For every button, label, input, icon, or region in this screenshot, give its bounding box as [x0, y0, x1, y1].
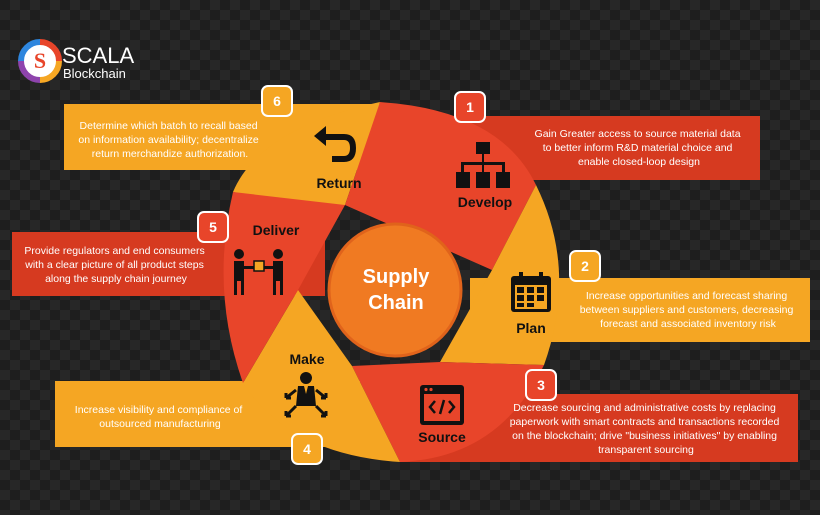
hub-line-1: Supply — [363, 266, 431, 288]
badge-4: 4 — [291, 433, 323, 465]
hub: Supply Chain — [327, 222, 463, 358]
stage-label-source: Source — [418, 429, 466, 445]
logo-subtitle: Blockchain — [63, 66, 126, 81]
logo: S SCALA Blockchain — [18, 39, 134, 83]
badge-1: 1 — [454, 91, 486, 123]
hierarchy-icon — [456, 142, 510, 188]
handover-icon — [234, 249, 283, 295]
segment-make — [243, 290, 400, 462]
desc-1: Gain Greater access to source material d… — [535, 128, 744, 168]
desc-4: Increase visibility and compliance of ou… — [75, 404, 245, 430]
svg-text:2: 2 — [581, 258, 589, 274]
band-1 — [470, 116, 760, 180]
desc-5: Provide regulators and end consumers wit… — [24, 245, 207, 285]
hub-line-2: Chain — [368, 292, 424, 314]
badge-2: 2 — [569, 250, 601, 282]
worker-arrows-icon — [284, 372, 328, 418]
segment-plan — [440, 185, 560, 365]
stage-label-return: Return — [316, 175, 361, 191]
badge-6: 6 — [261, 85, 293, 117]
return-arrow-icon — [314, 126, 356, 162]
desc-6: Determine which batch to recall based on… — [78, 120, 261, 160]
calendar-icon — [511, 272, 551, 312]
stage-label-plan: Plan — [516, 320, 546, 336]
logo-icon: S — [18, 39, 62, 83]
svg-text:S: S — [34, 48, 46, 73]
badge-3: 3 — [525, 369, 557, 401]
desc-3: Decrease sourcing and administrative cos… — [510, 402, 783, 456]
svg-text:4: 4 — [303, 441, 311, 457]
badge-5: 5 — [197, 211, 229, 243]
svg-text:6: 6 — [273, 93, 281, 109]
segment-deliver — [223, 192, 345, 383]
svg-text:5: 5 — [209, 219, 217, 235]
stage-label-deliver: Deliver — [253, 222, 300, 238]
segment-return — [233, 102, 380, 205]
stage-label-make: Make — [289, 351, 324, 367]
svg-text:3: 3 — [537, 377, 545, 393]
desc-2: Increase opportunities and forecast shar… — [580, 290, 797, 330]
stage-label-develop: Develop — [458, 194, 512, 210]
svg-text:1: 1 — [466, 99, 474, 115]
code-window-icon — [420, 385, 464, 425]
logo-name: SCALA — [62, 43, 134, 68]
